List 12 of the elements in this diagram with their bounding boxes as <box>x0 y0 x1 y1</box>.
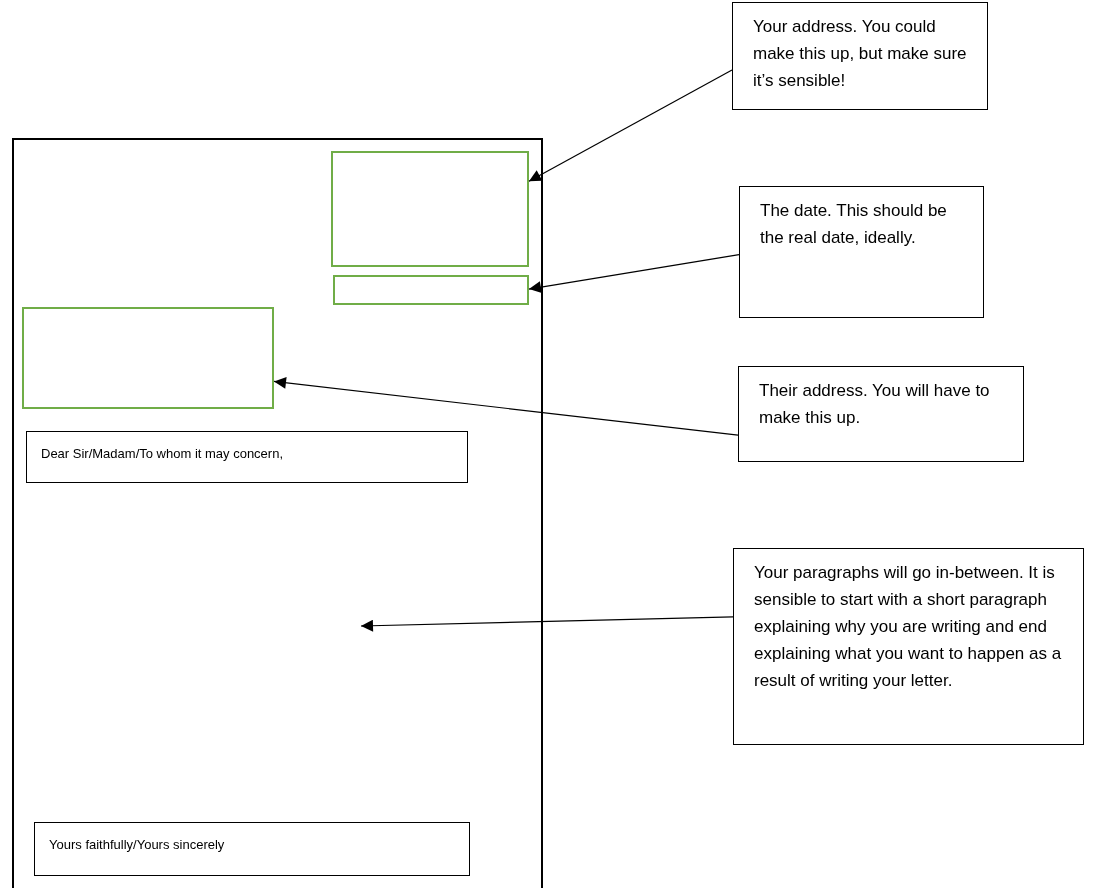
letter-page <box>12 138 543 888</box>
address-area <box>331 151 529 267</box>
arrow <box>528 69 733 182</box>
callout-note: Your address. You could make this up, but make sure it’s sensible! <box>732 2 988 110</box>
recipient-address-area <box>22 307 274 409</box>
callout-note: The date. This should be the real date, ideally. <box>739 186 984 318</box>
arrow <box>273 376 739 436</box>
callout-note: Your paragraphs will go in-between. It is sensible to start with a short paragraph explaining why you are writing and end explaining what you want to happen as a result of writing your letter. <box>733 548 1084 745</box>
date-area <box>333 275 529 305</box>
arrow <box>360 616 734 632</box>
arrow <box>528 254 740 294</box>
callout-note: Their address. You will have to make this up. <box>738 366 1024 462</box>
